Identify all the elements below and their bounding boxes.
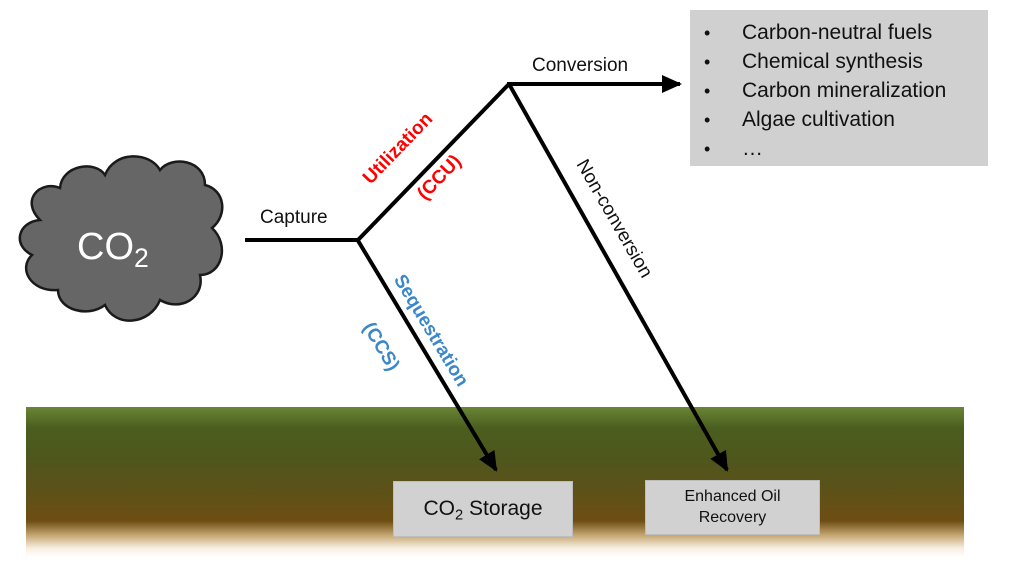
- list-item: • Algae cultivation: [704, 105, 988, 134]
- list-item-text: Chemical synthesis: [742, 50, 923, 73]
- co2-cloud: [18, 155, 224, 322]
- conversion-products-box: • Carbon-neutral fuels • Chemical synthesi…: [690, 10, 988, 166]
- enhanced-oil-recovery-box: Enhanced Oil Recovery: [645, 480, 820, 535]
- storage-subscript: 2: [454, 507, 464, 524]
- list-item-text: Carbon mineralization: [742, 79, 947, 102]
- co2-text: CO: [77, 226, 134, 268]
- list-item: •…: [704, 134, 988, 163]
- capture-label: Capture: [260, 207, 328, 228]
- conversion-products-list: • Carbon-neutral fuels • Chemical synthesi…: [690, 10, 988, 163]
- co2-storage-box: CO2 Storage: [393, 481, 573, 537]
- bullet-icon: •: [704, 139, 711, 159]
- list-item-text: Carbon-neutral fuels: [742, 21, 933, 44]
- co2-label: CO2: [77, 226, 149, 271]
- list-item: • Chemical synthesis: [704, 47, 988, 76]
- sequestration-arrow: [355, 237, 498, 472]
- list-item: • Carbon mineralization: [704, 76, 988, 105]
- bullet-icon: •: [704, 52, 711, 72]
- list-item-text: …: [742, 137, 763, 160]
- bullet-icon: •: [704, 81, 711, 101]
- list-item-text: Algae cultivation: [742, 108, 895, 131]
- eor-line-2: Recovery: [698, 509, 767, 526]
- eor-line-1: Enhanced Oil: [684, 488, 781, 505]
- non-conversion-arrow: [507, 83, 729, 472]
- list-item: • Carbon-neutral fuels: [704, 18, 988, 47]
- conversion-label: Conversion: [532, 55, 629, 76]
- co2-subscript: 2: [134, 242, 149, 273]
- utilization-edge: [356, 82, 511, 242]
- storage-co-text: CO: [423, 497, 455, 520]
- bullet-icon: •: [704, 23, 711, 43]
- storage-text: Storage: [463, 497, 543, 520]
- bullet-icon: •: [704, 110, 711, 130]
- cloud-shape: [18, 155, 224, 322]
